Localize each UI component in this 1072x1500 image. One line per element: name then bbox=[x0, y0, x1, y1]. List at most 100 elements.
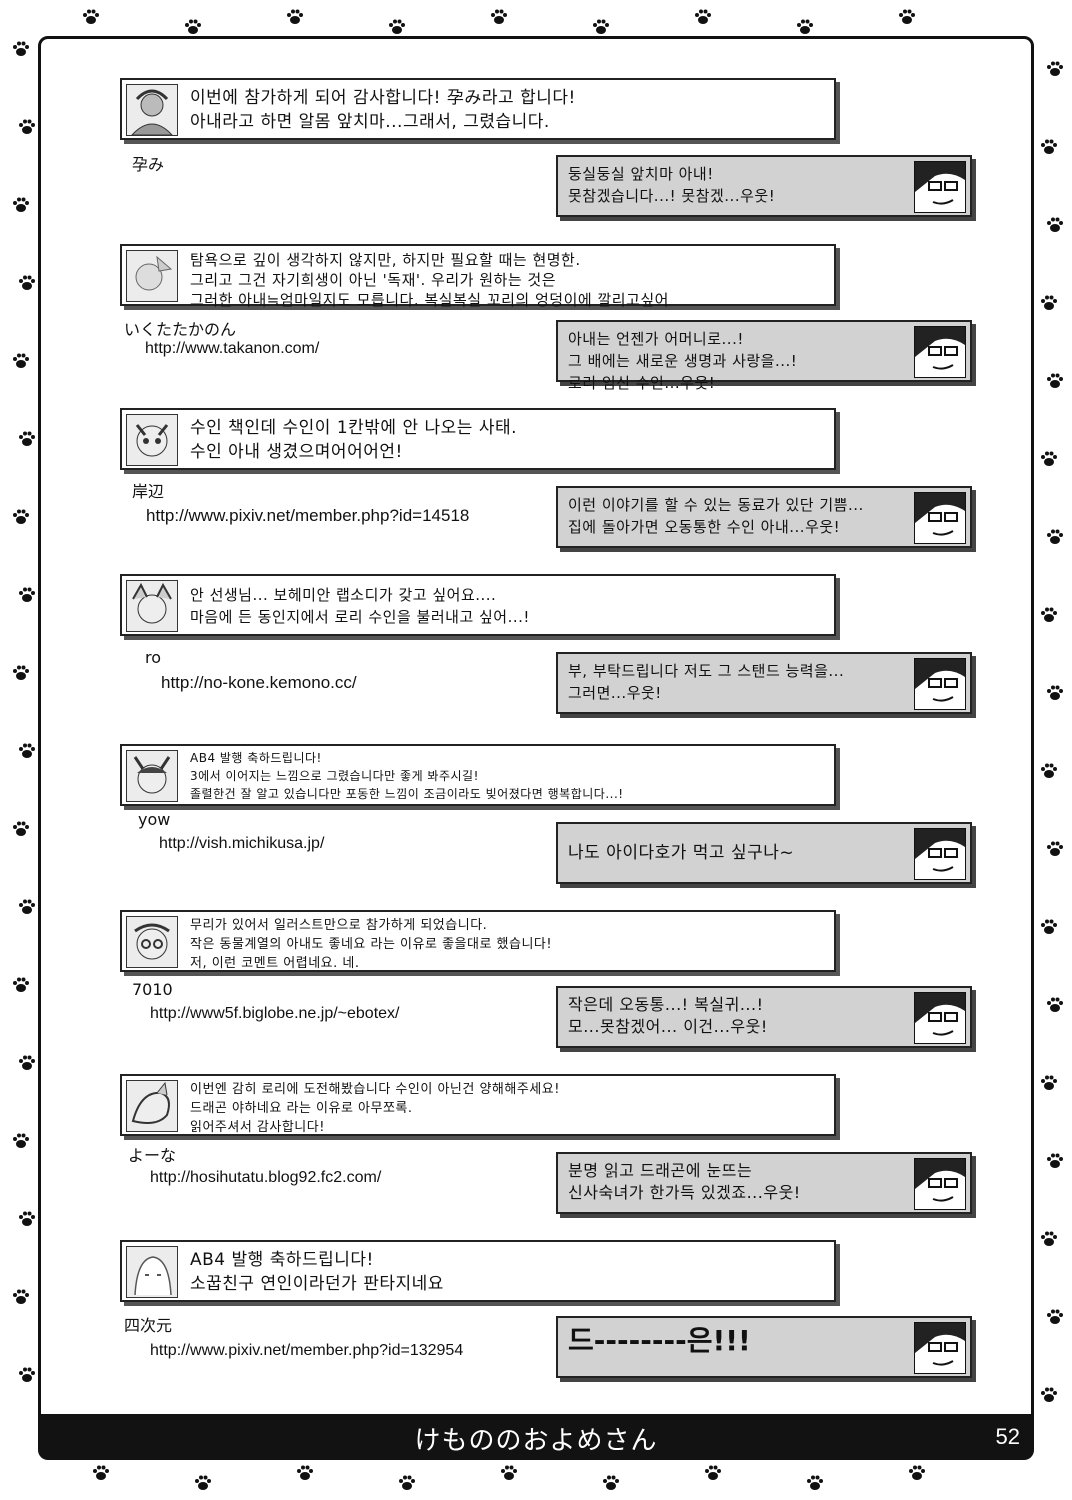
paw-print-icon bbox=[18, 1210, 36, 1228]
artist-portrait-icon bbox=[126, 1080, 178, 1132]
paw-print-icon bbox=[1046, 840, 1064, 858]
editor-reply: 이런 이야기를 할 수 있는 동료가 있단 기쁨... 집에 돌아가면 오동통한… bbox=[568, 496, 864, 536]
artist-portrait-icon bbox=[126, 916, 178, 968]
editor-reply: 드--------은!!! bbox=[568, 1324, 751, 1357]
artist-name: yow bbox=[138, 810, 171, 829]
paw-print-icon bbox=[1040, 1386, 1058, 1404]
artist-name: よーな bbox=[128, 1146, 177, 1165]
artist-comment-box: 이번에 참가하게 되어 감사합니다! 孕み라고 합니다! 아내라고 하면 알몸 … bbox=[120, 78, 836, 140]
artist-url: http://no-kone.kemono.cc/ bbox=[161, 673, 357, 692]
book-title: けもののおよめさん bbox=[414, 1426, 658, 1456]
paw-print-icon bbox=[18, 742, 36, 760]
artist-portrait-icon bbox=[126, 250, 178, 302]
editor-reply-box: 분명 읽고 드래곤에 눈뜨는 신사숙녀가 한가득 있겠죠...우웃! bbox=[556, 1152, 972, 1214]
paw-print-icon bbox=[12, 664, 30, 682]
editor-reply: 분명 읽고 드래곤에 눈뜨는 신사숙녀가 한가득 있겠죠...우웃! bbox=[568, 1161, 801, 1202]
paw-print-icon bbox=[18, 898, 36, 916]
editor-reply-box: 둥실둥실 앞치마 아내! 못참겠습니다...! 못참겠...우웃! bbox=[556, 155, 972, 217]
artist-url: http://www.takanon.com/ bbox=[145, 340, 320, 357]
paw-print-icon bbox=[18, 430, 36, 448]
paw-print-icon bbox=[18, 1054, 36, 1072]
editor-portrait-icon bbox=[914, 992, 966, 1044]
paw-print-icon bbox=[1046, 684, 1064, 702]
editor-reply-box: 이런 이야기를 할 수 있는 동료가 있단 기쁨... 집에 돌아가면 오동통한… bbox=[556, 486, 972, 548]
paw-print-icon bbox=[184, 18, 202, 36]
editor-reply: 부, 부탁드립니다 저도 그 스탠드 능력을... 그러면...우웃! bbox=[568, 662, 845, 702]
artist-name: 岸辺 bbox=[132, 482, 165, 501]
paw-print-icon bbox=[12, 1288, 30, 1306]
artist-comment: 안 선생님... 보헤미안 랩소디가 갖고 싶어요.... 마음에 든 동인지에… bbox=[190, 586, 530, 626]
paw-print-icon bbox=[592, 18, 610, 36]
paw-print-icon bbox=[1040, 1074, 1058, 1092]
paw-print-icon bbox=[1040, 1230, 1058, 1248]
artist-comment: 탐욕으로 깊이 생각하지 않지만, 하지만 필요할 때는 현명한. 그리고 그건… bbox=[190, 251, 669, 309]
artist-url: http://hosihutatu.blog92.fc2.com/ bbox=[150, 1169, 382, 1186]
paw-print-icon bbox=[1046, 528, 1064, 546]
editor-reply-box: 부, 부탁드립니다 저도 그 스탠드 능력을... 그러면...우웃! bbox=[556, 652, 972, 714]
paw-print-icon bbox=[1046, 216, 1064, 234]
page-footer: けもののおよめさん 52 bbox=[38, 1414, 1034, 1460]
paw-print-icon bbox=[82, 8, 100, 26]
paw-print-icon bbox=[500, 1464, 518, 1482]
paw-print-icon bbox=[12, 508, 30, 526]
editor-reply-box: 드--------은!!! bbox=[556, 1316, 972, 1378]
paw-print-icon bbox=[92, 1464, 110, 1482]
paw-print-icon bbox=[286, 8, 304, 26]
paw-print-icon bbox=[18, 586, 36, 604]
paw-print-icon bbox=[1040, 138, 1058, 156]
paw-print-icon bbox=[398, 1474, 416, 1492]
paw-print-icon bbox=[694, 8, 712, 26]
editor-portrait-icon bbox=[914, 828, 966, 880]
paw-print-icon bbox=[1040, 762, 1058, 780]
paw-print-icon bbox=[12, 40, 30, 58]
paw-print-icon bbox=[908, 1464, 926, 1482]
paw-print-icon bbox=[296, 1464, 314, 1482]
paw-print-icon bbox=[1046, 372, 1064, 390]
paw-print-icon bbox=[490, 8, 508, 26]
artist-comment-box: AB4 발행 축하드립니다! 3에서 이어지는 느낌으로 그렸습니다만 좋게 봐… bbox=[120, 744, 836, 806]
paw-print-icon bbox=[1046, 1308, 1064, 1326]
editor-reply-box: 작은데 오동통...! 복실귀...! 모...못참겠어... 이건...우웃! bbox=[556, 986, 972, 1048]
artist-comment: AB4 발행 축하드립니다! 3에서 이어지는 느낌으로 그렸습니다만 좋게 봐… bbox=[190, 751, 624, 801]
artist-portrait-icon bbox=[126, 750, 178, 802]
artist-comment: 이번엔 감히 로리에 도전해봤습니다 수인이 아닌건 양해해주세요! 드래곤 야… bbox=[190, 1082, 560, 1135]
artist-comment: 이번에 참가하게 되어 감사합니다! 孕み라고 합니다! 아내라고 하면 알몸 … bbox=[190, 88, 576, 132]
paw-print-icon bbox=[1040, 294, 1058, 312]
artist-comment-box: 수인 책인데 수인이 1칸밖에 안 나오는 사태. 수인 아내 생겼으며어어어언… bbox=[120, 408, 836, 470]
artist-portrait-icon bbox=[126, 414, 178, 466]
editor-portrait-icon bbox=[914, 326, 966, 378]
paw-print-icon bbox=[12, 820, 30, 838]
editor-portrait-icon bbox=[914, 1322, 966, 1374]
artist-comment: AB4 발행 축하드립니다! 소꿉친구 연인이라던가 판타지네요 bbox=[190, 1250, 444, 1294]
artist-name: 7010 bbox=[132, 980, 173, 999]
editor-portrait-icon bbox=[914, 492, 966, 544]
paw-print-icon bbox=[12, 976, 30, 994]
paw-print-icon bbox=[1046, 60, 1064, 78]
paw-print-icon bbox=[12, 1132, 30, 1150]
artist-comment-box: 이번엔 감히 로리에 도전해봤습니다 수인이 아닌건 양해해주세요! 드래곤 야… bbox=[120, 1074, 836, 1136]
artist-comment: 무리가 있어서 일러스트만으로 참가하게 되었습니다. 작은 동물계열의 아내도… bbox=[190, 918, 553, 971]
artist-portrait-icon bbox=[126, 580, 178, 632]
editor-reply: 둥실둥실 앞치마 아내! 못참겠습니다...! 못참겠...우웃! bbox=[568, 165, 776, 205]
artist-comment-box: 무리가 있어서 일러스트만으로 참가하게 되었습니다. 작은 동물계열의 아내도… bbox=[120, 910, 836, 972]
paw-print-icon bbox=[806, 1474, 824, 1492]
artist-name: ro bbox=[145, 648, 162, 667]
paw-print-icon bbox=[12, 196, 30, 214]
artist-portrait-icon bbox=[126, 1246, 178, 1298]
editor-reply: 나도 아이다호가 먹고 싶구나~ bbox=[568, 843, 795, 863]
artist-url: http://www.pixiv.net/member.php?id=14518 bbox=[146, 506, 470, 525]
editor-portrait-icon bbox=[914, 658, 966, 710]
editor-reply-box: 나도 아이다호가 먹고 싶구나~ bbox=[556, 822, 972, 884]
paw-print-icon bbox=[194, 1474, 212, 1492]
artist-url: http://vish.michikusa.jp/ bbox=[159, 835, 325, 852]
artist-comment-box: AB4 발행 축하드립니다! 소꿉친구 연인이라던가 판타지네요 bbox=[120, 1240, 836, 1302]
paw-print-icon bbox=[18, 118, 36, 136]
paw-print-icon bbox=[18, 1366, 36, 1384]
editor-portrait-icon bbox=[914, 1158, 966, 1210]
editor-reply: 아내는 언젠가 어머니로...! 그 배에는 새로운 생명과 사랑을...! 로… bbox=[568, 330, 798, 392]
artist-comment-box: 탐욕으로 깊이 생각하지 않지만, 하지만 필요할 때는 현명한. 그리고 그건… bbox=[120, 244, 836, 309]
paw-print-icon bbox=[1040, 918, 1058, 936]
editor-reply-box: 아내는 언젠가 어머니로...! 그 배에는 새로운 생명과 사랑을...! 로… bbox=[556, 320, 972, 392]
artist-name: 四次元 bbox=[124, 1316, 173, 1335]
paw-print-icon bbox=[1046, 1152, 1064, 1170]
